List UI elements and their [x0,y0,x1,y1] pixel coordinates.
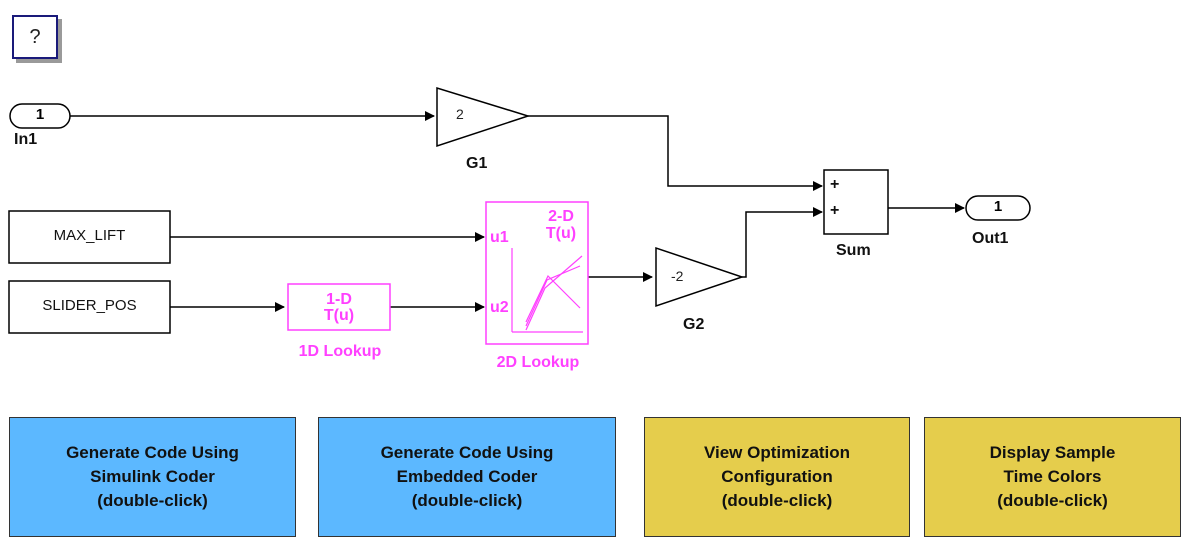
sum-sign-1: + [830,176,840,193]
sum-name: Sum [836,242,871,259]
generate-code-simulink-coder-button[interactable]: Generate Code Using Simulink Coder (doub… [9,417,296,537]
lookup-2d-port-u2: u2 [490,299,509,316]
lookup-1d-name: 1D Lookup [298,343,382,360]
button-label: Display Sample Time Colors (double-click… [989,443,1116,510]
help-label: ? [29,25,41,48]
generate-code-embedded-coder-button[interactable]: Generate Code Using Embedded Coder (doub… [318,417,616,537]
lookup-1d-title-line1: 1-D [326,291,352,308]
lookup-2d-port-u1: u1 [490,229,509,246]
lookup-2d-plot-icon [511,248,583,333]
lookup-2d-title-line2: T(u) [545,225,577,242]
gain-g1-block[interactable] [436,86,531,148]
button-label: View Optimization Configuration (double-… [703,443,851,510]
sum-block[interactable] [823,169,889,235]
lookup-2d-name: 2D Lookup [496,354,580,371]
button-label: Generate Code Using Embedded Coder (doub… [380,443,554,510]
constant-slider-pos-label: SLIDER_POS [42,297,137,314]
gain-g1-name: G1 [466,155,488,172]
view-optimization-configuration-button[interactable]: View Optimization Configuration (double-… [644,417,910,537]
lookup-1d-block[interactable] [287,283,391,331]
help-button[interactable]: ? [12,15,58,59]
gain-g2-name: G2 [683,316,705,333]
inport-name: In1 [14,131,38,148]
lookup-2d-block[interactable] [485,201,589,345]
lookup-1d-title-line2: T(u) [323,307,355,324]
lookup-2d-title-line1: 2-D [548,208,574,225]
outport-block[interactable] [965,195,1031,221]
gain-g2-block[interactable] [655,246,745,308]
inport-number: 1 [35,106,45,123]
constant-max-lift-block[interactable] [8,210,171,264]
signal-g2-to-sum [742,207,823,278]
sum-sign-2: + [830,202,840,219]
gain-g1-value: 2 [456,106,464,122]
outport-number: 1 [993,198,1003,215]
constant-slider-pos-block[interactable] [8,280,171,334]
gain-g2-value: -2 [671,268,684,284]
constant-max-lift-label: MAX_LIFT [53,227,126,244]
button-label: Generate Code Using Simulink Coder (doub… [66,443,239,510]
signal-g1-to-sum [528,115,823,191]
display-sample-time-colors-button[interactable]: Display Sample Time Colors (double-click… [924,417,1181,537]
outport-name: Out1 [972,230,1009,247]
inport-block[interactable] [9,103,71,129]
